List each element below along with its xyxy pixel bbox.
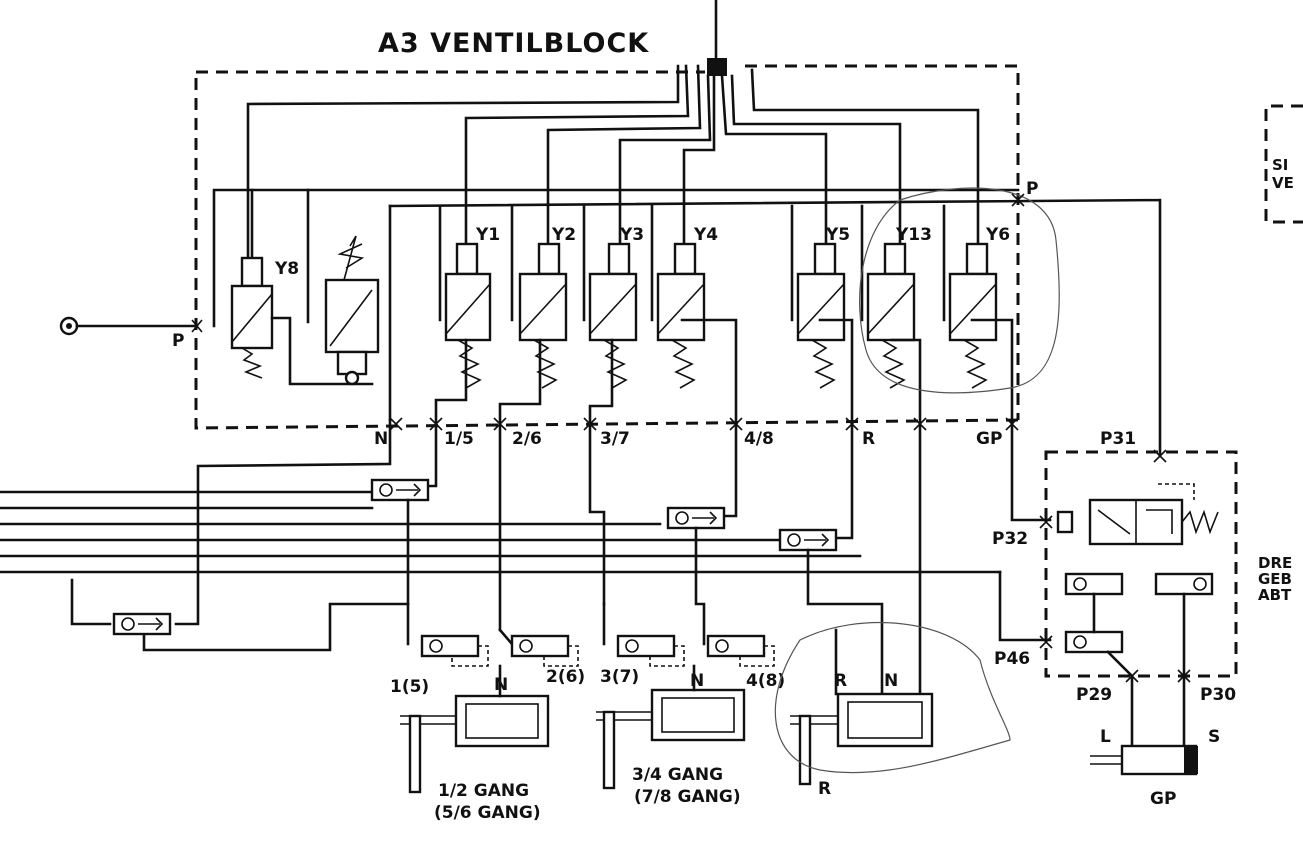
- cyl2-n-label: N: [690, 671, 704, 691]
- gp-caption: GP: [1150, 789, 1176, 809]
- right-label-p32: P32: [992, 529, 1028, 549]
- side-label-1: DRE: [1258, 554, 1292, 572]
- right-label-p31: P31: [1100, 429, 1136, 449]
- shuttle-valve-2: [666, 506, 726, 530]
- cyl3-r-label: R: [834, 671, 847, 691]
- annotation-circle-cylinder: [774, 621, 1011, 774]
- right-shuttle-valves: [1064, 572, 1214, 678]
- valve-y3: [588, 242, 638, 389]
- pressure-rail: [212, 188, 1162, 458]
- pipe-harness: [0, 418, 1052, 702]
- gp-label-s: S: [1208, 727, 1220, 747]
- port-p-right: P: [1026, 179, 1038, 199]
- cylinder-1-2-gang: [400, 664, 550, 794]
- cyl1-left-label: 1(5): [390, 677, 429, 697]
- cyl2-left-label: 3(7): [600, 667, 639, 687]
- annotation-circle-valves: [859, 187, 1060, 394]
- valve-label-y13: Y13: [895, 225, 932, 245]
- cyl1-n-label: N: [494, 675, 508, 695]
- pressure-supply: [59, 316, 198, 336]
- port-2-6: 2/6: [512, 429, 542, 449]
- right-block-outline: [1044, 450, 1238, 678]
- side-label-2: GEB: [1258, 570, 1292, 588]
- cyl3-n-label: N: [884, 671, 898, 691]
- shuttle-valve-1: [370, 478, 430, 502]
- valve-label-y2: Y2: [551, 225, 576, 245]
- directional-valve: [1056, 483, 1219, 546]
- right-label-p46: P46: [994, 649, 1030, 669]
- valve-label-y8: Y8: [274, 259, 299, 279]
- valve-label-y1: Y1: [475, 225, 500, 245]
- cyl2-caption-1: 3/4 GANG: [632, 765, 723, 785]
- cyl1-right-label: 2(6): [546, 667, 585, 687]
- valve-y8: [230, 256, 374, 386]
- top-right-label-1: SI: [1272, 156, 1288, 174]
- shuttle-valve-8: [706, 634, 775, 667]
- gp-label-l: L: [1100, 727, 1111, 747]
- shuttle-valve-6: [510, 634, 579, 667]
- cyl2-caption-2: (7/8 GANG): [634, 787, 741, 807]
- valve-label-y4: Y4: [693, 225, 718, 245]
- port-r: R: [862, 429, 875, 449]
- valve-y13: [866, 242, 916, 389]
- valve-y4: [656, 242, 706, 389]
- junction-markers: [191, 193, 1191, 683]
- electrical-connector: [246, 0, 980, 267]
- port-p-left: P: [172, 331, 184, 351]
- port-n: N: [374, 429, 388, 449]
- port-gp: GP: [976, 429, 1002, 449]
- cyl1-caption-2: (5/6 GANG): [434, 803, 541, 823]
- top-right-label-2: VE: [1272, 174, 1294, 192]
- shuttle-valve-3: [778, 528, 838, 552]
- shuttle-valve-5: [420, 634, 489, 667]
- valve-y6: [948, 242, 998, 389]
- valve-y2: [518, 242, 568, 389]
- top-right-block-outline: [1264, 104, 1303, 224]
- port-1-5: 1/5: [444, 429, 474, 449]
- pressure-regulator: [324, 235, 380, 386]
- shuttle-valve-4: [112, 612, 172, 636]
- cyl1-caption-1: 1/2 GANG: [438, 781, 529, 801]
- right-label-p29: P29: [1076, 685, 1112, 705]
- valve-label-y3: Y3: [619, 225, 644, 245]
- valve-y5: [796, 242, 846, 389]
- cyl3-rod-label: R: [818, 779, 831, 799]
- cylinder-r-gang: [790, 628, 934, 786]
- gp-cylinder: [1090, 744, 1198, 776]
- cyl2-right-label: 4(8): [746, 671, 785, 691]
- port-3-7: 3/7: [600, 429, 630, 449]
- port-4-8: 4/8: [744, 429, 774, 449]
- valve-label-y6: Y6: [985, 225, 1010, 245]
- valve-y1: [444, 242, 492, 389]
- right-label-p30: P30: [1200, 685, 1236, 705]
- shuttle-valve-7: [616, 634, 685, 667]
- diagram-title: A3 VENTILBLOCK: [378, 28, 649, 59]
- valve-block-outline: [194, 64, 1020, 430]
- side-label-3: ABT: [1258, 586, 1292, 604]
- valve-label-y5: Y5: [825, 225, 850, 245]
- cylinder-3-4-gang: [596, 664, 746, 790]
